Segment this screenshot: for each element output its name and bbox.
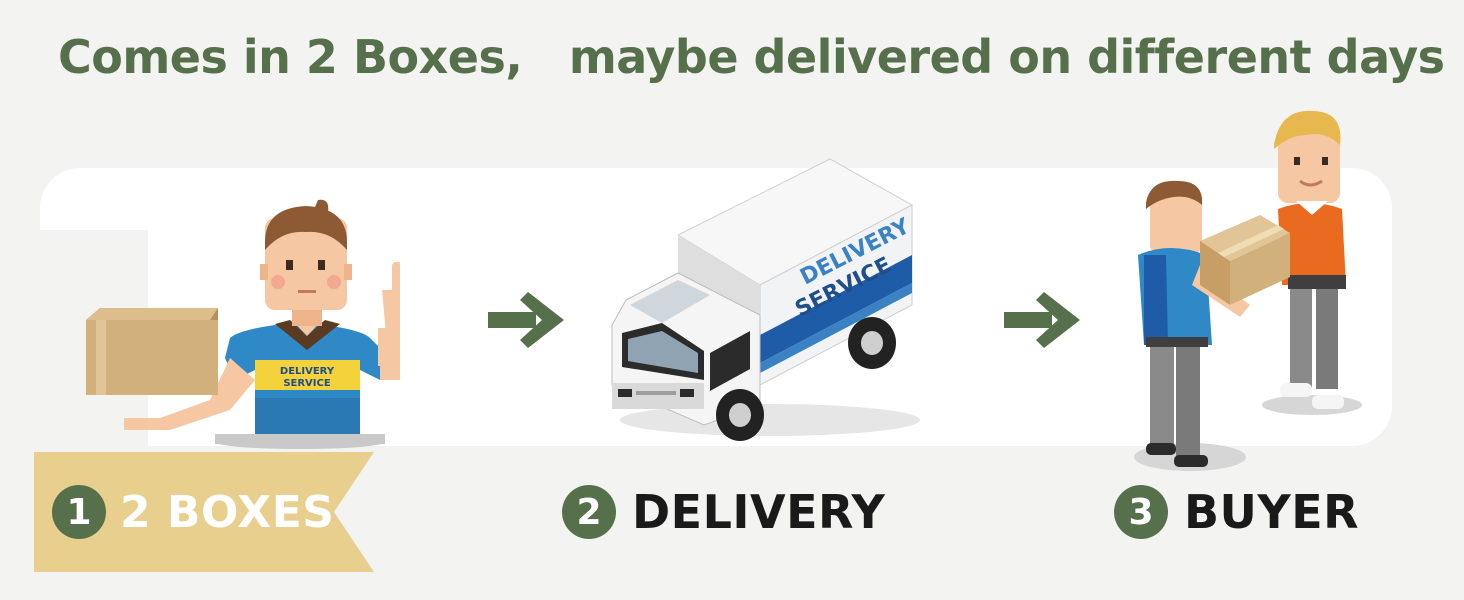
arrow-right-icon — [488, 292, 564, 348]
step-1-ribbon — [34, 452, 374, 572]
headline: Comes in 2 Boxes, maybe delivered on dif… — [58, 30, 1445, 84]
step-2-boxes: 1 2 BOXES — [52, 485, 334, 539]
courier-badge-line2: SERVICE — [283, 378, 331, 389]
step-label: DELIVERY — [632, 485, 886, 539]
courier-badge-line1: DELIVERY — [280, 366, 335, 377]
delivery-truck-illustration: DELIVERY SERVICE — [611, 158, 920, 441]
courier-holding-box-illustration: DELIVERY SERVICE — [86, 199, 400, 449]
package-handover-illustration — [1134, 110, 1362, 471]
step-number-badge: 3 — [1114, 485, 1168, 539]
step-number-badge: 1 — [52, 485, 106, 539]
step-delivery: 2 DELIVERY — [562, 485, 885, 539]
step-label: 2 BOXES — [120, 486, 335, 538]
step-label: BUYER — [1184, 485, 1360, 539]
step-number-badge: 2 — [562, 485, 616, 539]
step-buyer: 3 BUYER — [1114, 485, 1359, 539]
arrow-right-icon — [1004, 292, 1080, 348]
